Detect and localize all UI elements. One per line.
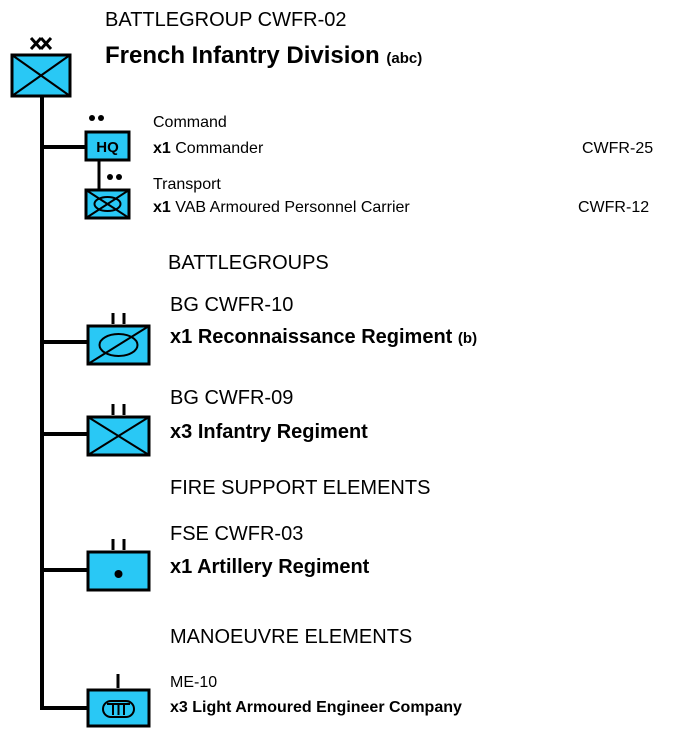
command-line: x1 Commander: [153, 141, 263, 157]
unit-code-infantry: BG CWFR-09: [170, 387, 294, 409]
section-fire-support: FIRE SUPPORT ELEMENTS: [170, 477, 431, 499]
unit-label-infantry: Infantry Regiment: [197, 421, 368, 443]
svg-text:HQ: HQ: [96, 139, 119, 156]
unit-qty-engineer: x3: [170, 699, 188, 716]
engineer-company-symbol: [86, 674, 151, 728]
command-role: Command: [153, 114, 227, 131]
recon-regiment-symbol: [86, 313, 151, 366]
unit-suffix-recon: (b): [457, 330, 478, 347]
division-symbol: [10, 36, 72, 98]
unit-label-artillery: Artillery Regiment: [197, 556, 370, 578]
division-title-text: French Infantry Division: [105, 42, 380, 69]
unit-name-artillery: x1 Artillery Regiment: [170, 557, 369, 577]
apc-symbol: [84, 174, 131, 220]
artillery-regiment-symbol: [86, 539, 151, 592]
unit-label-engineer: Light Armoured Engineer Company: [192, 699, 462, 716]
command-name: Commander: [175, 140, 264, 157]
transport-qty: x1: [153, 199, 171, 216]
unit-name-recon: x1 Reconnaissance Regiment (b): [170, 327, 477, 347]
unit-code-engineer: ME-10: [170, 674, 218, 691]
command-code: CWFR-25: [582, 140, 654, 157]
transport-code: CWFR-12: [578, 199, 650, 216]
section-manoeuvre: MANOEUVRE ELEMENTS: [170, 626, 413, 648]
transport-name: VAB Armoured Personnel Carrier: [175, 199, 410, 216]
unit-qty-infantry: x3: [170, 421, 193, 443]
unit-qty-recon: x1: [170, 326, 193, 348]
unit-qty-artillery: x1: [170, 556, 193, 578]
division-title-suffix: (abc): [386, 50, 423, 67]
unit-code-artillery: FSE CWFR-03: [170, 523, 304, 545]
division-title: French Infantry Division (abc): [105, 44, 422, 68]
hq-symbol: HQ: [84, 115, 131, 162]
unit-name-infantry: x3 Infantry Regiment: [170, 422, 368, 442]
division-code: BATTLEGROUP CWFR-02: [105, 9, 347, 31]
unit-name-engineer: x3 Light Armoured Engineer Company: [170, 700, 462, 716]
command-qty: x1: [153, 140, 171, 157]
unit-label-recon: Reconnaissance Regiment: [197, 326, 453, 348]
unit-code-recon: BG CWFR-10: [170, 294, 294, 316]
section-battlegroups: BATTLEGROUPS: [168, 252, 329, 274]
transport-line: x1 VAB Armoured Personnel Carrier: [153, 200, 410, 216]
infantry-regiment-symbol: [86, 404, 151, 457]
transport-role: Transport: [153, 176, 221, 193]
